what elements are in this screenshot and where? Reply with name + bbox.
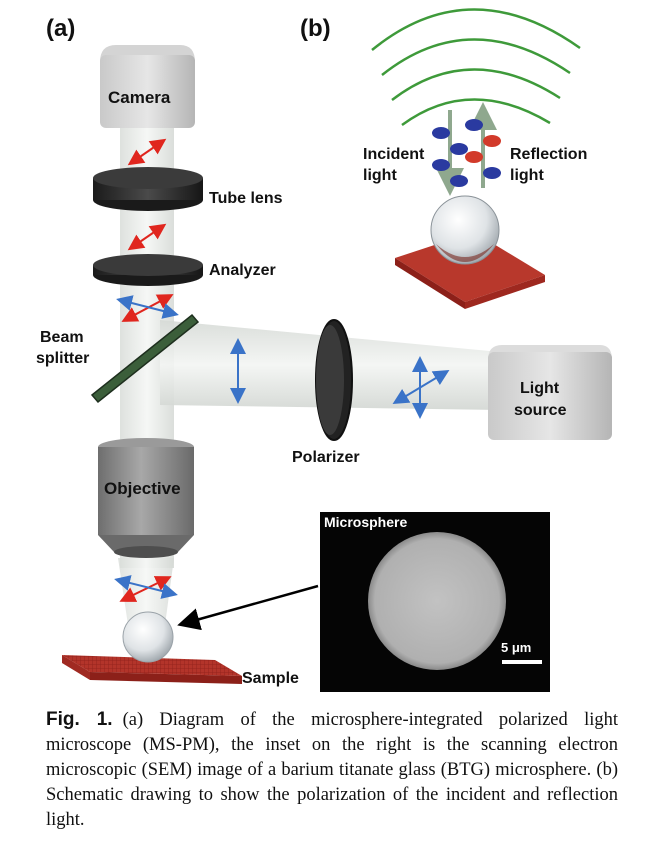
light-source-label-2: source [514, 402, 567, 419]
beam-splitter [90, 313, 200, 404]
sample-label: Sample [242, 670, 299, 687]
panel-label-b: (b) [300, 15, 331, 42]
reflection-wave-lobes [465, 119, 501, 179]
blue-arrow-lower [114, 575, 178, 599]
analyzer [93, 254, 203, 286]
sample-b [395, 232, 545, 302]
analyzer-label: Analyzer [209, 262, 276, 279]
sample-b-side [395, 258, 465, 309]
sem-inset [320, 512, 550, 692]
wavefronts [371, 8, 581, 127]
reflection-label-1: Reflection [510, 146, 587, 163]
sample-edge [90, 672, 242, 684]
objective [98, 438, 194, 558]
sem-microsphere [368, 532, 506, 670]
camera [100, 45, 195, 128]
blue-arrow-splitter [116, 295, 179, 319]
beam-splitter-label-1: Beam [40, 329, 84, 346]
panel-label-a: (a) [46, 15, 75, 42]
camera-label: Camera [108, 88, 171, 107]
incident-label-2: light [363, 167, 397, 184]
microsphere [122, 611, 174, 663]
caption-label: Fig. 1. [46, 709, 113, 730]
light-source [488, 345, 612, 440]
sample-b-front [465, 275, 545, 309]
reflection-label-2: light [510, 167, 544, 184]
blue-arrow-source-d [392, 369, 450, 405]
objective-label: Objective [104, 479, 181, 498]
incident-label-1: Incident [363, 146, 425, 163]
caption-text: (a) Diagram of the microsphere-integrate… [46, 710, 618, 830]
microsphere-b-reflection [436, 244, 494, 262]
tube-lens [93, 167, 203, 211]
tube-lens-label: Tube lens [209, 190, 283, 207]
light-source-label-1: Light [520, 380, 560, 397]
figure-caption: Fig. 1.(a) Diagram of the microsphere-in… [46, 707, 618, 833]
inset-title: Microsphere [324, 514, 407, 530]
red-arrow-camera [127, 138, 167, 166]
microsphere-b [430, 195, 500, 265]
microscope-diagram: (a) (b) Camera Tube lens Analyzer Beam s… [36, 8, 612, 692]
red-arrow-analyzer [127, 223, 167, 251]
scale-bar-label: 5 μm [501, 640, 531, 655]
polarizer-label: Polarizer [292, 449, 360, 466]
beam-splitter-label-2: splitter [36, 350, 89, 367]
scale-bar [502, 660, 542, 664]
sample [62, 655, 242, 676]
polarization-arrows [114, 138, 450, 602]
sample-side [62, 655, 90, 680]
incident-wave-lobes [432, 127, 468, 187]
inset-pointer-arrow [177, 584, 319, 631]
polarizer-face [316, 325, 344, 435]
